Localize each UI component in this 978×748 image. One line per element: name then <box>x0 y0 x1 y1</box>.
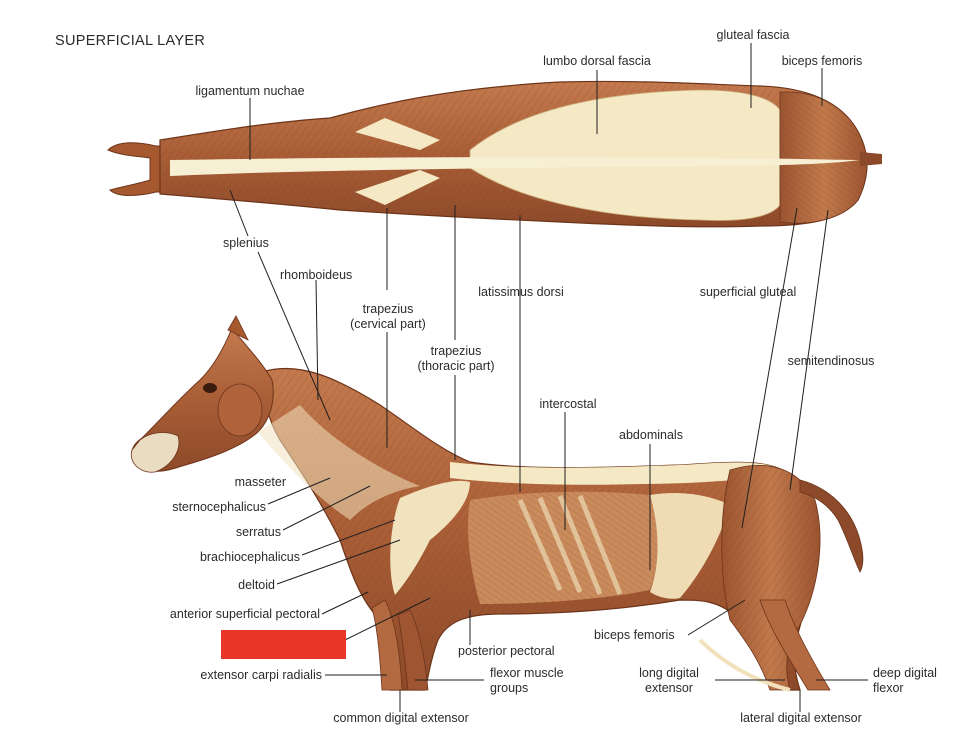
label-splenius: splenius <box>223 236 269 250</box>
leader-brachiocephalicus <box>301 519 396 556</box>
leader-serratus <box>282 485 371 531</box>
leader-lines <box>229 43 868 712</box>
hind-leg <box>759 599 831 691</box>
label-extensor-carpi-radialis: extensor carpi radialis <box>200 668 322 682</box>
label-deep-digital-flexor-2: flexor <box>873 681 904 695</box>
label-serratus: serratus <box>235 525 281 539</box>
label-masseter: masseter <box>234 475 286 489</box>
back-fascia <box>450 462 790 485</box>
label-trapezius-thoracic-2: (thoracic part) <box>417 359 495 373</box>
leader-rhomboideus <box>315 279 319 401</box>
leader-redacted <box>344 597 431 641</box>
label-flexor-muscle-groups-1: flexor muscle <box>490 666 564 680</box>
label-lumbo-dorsal-fascia: lumbo dorsal fascia <box>543 54 651 68</box>
dorsal-tail <box>860 152 882 166</box>
lateral-view <box>130 315 864 692</box>
label-ligamentum-nuchae: ligamentum nuchae <box>195 84 305 98</box>
label-trapezius-thoracic-1: trapezius <box>430 344 482 358</box>
dorsal-view <box>107 80 882 228</box>
label-common-digital-extensor: common digital extensor <box>333 711 469 725</box>
trapezius-fascia-upper <box>355 118 440 150</box>
label-trapezius-cervical-1: trapezius <box>362 302 414 316</box>
label-biceps-femoris-top: biceps femoris <box>781 54 863 68</box>
hind-leg-tendon <box>698 638 791 692</box>
horse-eye <box>203 383 217 393</box>
neck-fascia <box>258 405 420 520</box>
diagram-title: SUPERFICIAL LAYER <box>55 33 206 49</box>
label-deep-digital-flexor-1: deep digital <box>873 666 937 680</box>
label-trapezius-cervical-2: (cervical part) <box>350 317 426 331</box>
front-leg-far <box>397 609 429 691</box>
nuchal-ligament-stripe <box>170 157 860 176</box>
label-superficial-gluteal: superficial gluteal <box>699 285 797 299</box>
dorsal-ears <box>107 142 171 196</box>
label-long-digital-extensor-2: extensor <box>645 681 693 695</box>
abdominal-fascia <box>650 493 730 599</box>
label-deltoid: deltoid <box>238 578 275 592</box>
label-rhomboideus: rhomboideus <box>280 268 353 282</box>
label-brachiocephalicus: brachiocephalicus <box>199 550 300 564</box>
redaction-box <box>221 630 346 659</box>
leader-superficial-gluteal <box>741 207 798 529</box>
leader-deltoid <box>276 539 401 585</box>
horse-tail <box>799 479 864 573</box>
label-anterior-superficial-pectoral: anterior superficial pectoral <box>169 607 320 621</box>
trapezius-fascia-lower <box>355 170 440 205</box>
label-gluteal-fascia: gluteal fascia <box>716 28 790 42</box>
leader-semitendinosus <box>789 209 829 491</box>
masseter-muscle <box>217 383 263 437</box>
label-posterior-pectoral: posterior pectoral <box>458 644 555 658</box>
horse-muzzle <box>130 432 180 473</box>
leader-biceps-femoris-bottom <box>687 599 746 636</box>
label-lateral-digital-extensor: lateral digital extensor <box>740 711 862 725</box>
leader-sternocephalicus <box>267 477 331 505</box>
label-biceps-femoris-bottom: biceps femoris <box>594 628 675 642</box>
intercostal-stripes <box>517 495 623 595</box>
label-long-digital-extensor-1: long digital <box>639 666 699 680</box>
label-sternocephalicus: sternocephalicus <box>172 500 266 514</box>
label-flexor-muscle-groups-2: groups <box>490 681 529 695</box>
label-latissimus-dorsi: latissimus dorsi <box>478 285 564 299</box>
label-semitendinosus: semitendinosus <box>787 354 875 368</box>
label-abdominals: abdominals <box>619 428 683 442</box>
leader-splenius <box>229 189 249 237</box>
leader-anterior-superficial-pectoral <box>321 591 369 615</box>
horse-ear <box>227 315 249 341</box>
label-intercostal: intercostal <box>539 397 597 411</box>
shoulder-fascia <box>390 480 470 595</box>
